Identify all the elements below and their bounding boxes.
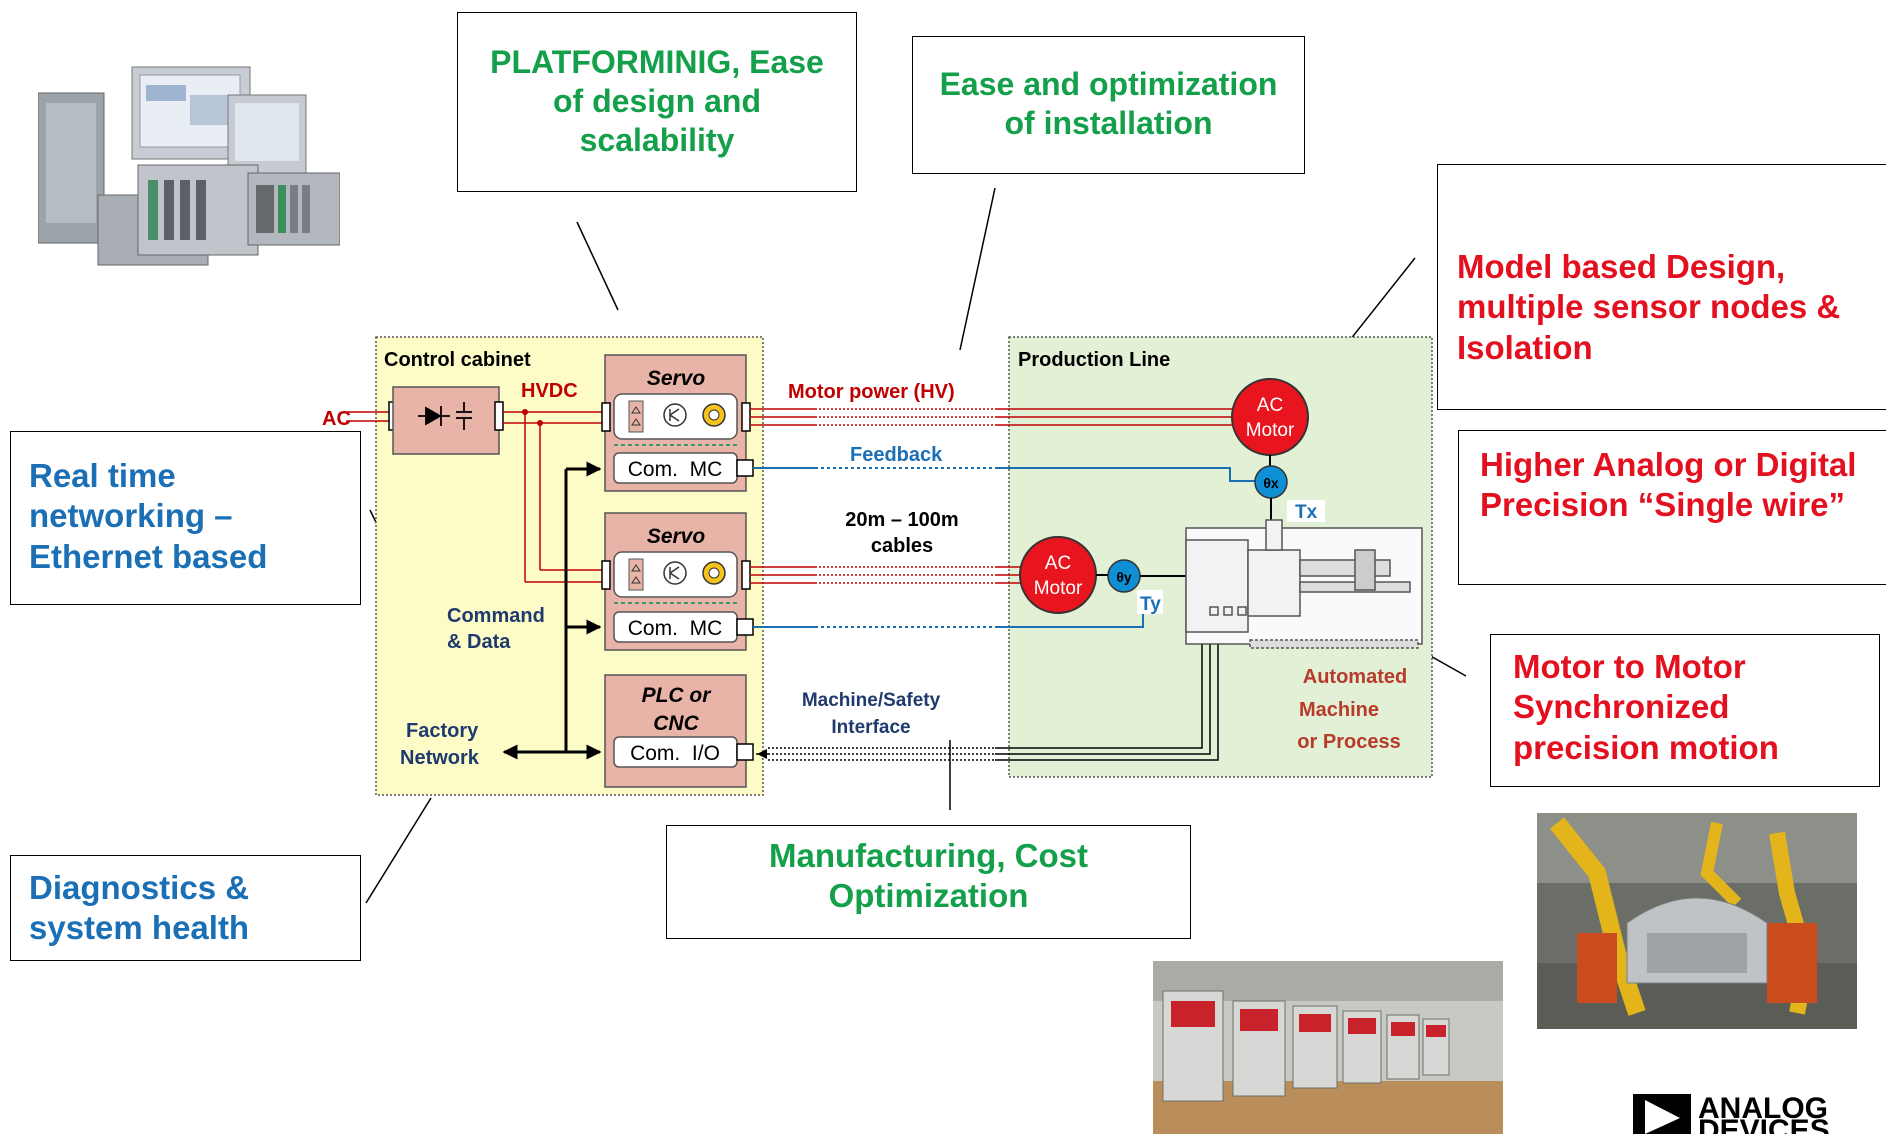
callout-installation-text: Ease and optimization of installation [939, 66, 1278, 142]
callout-precision-text: Higher Analog or Digital Precision “Sing… [1480, 446, 1857, 524]
robot-assembly-photo [1537, 813, 1857, 1029]
com-mc-1-label: Com. MC [628, 458, 723, 481]
ac-motor-top-line1: AC [1257, 395, 1283, 416]
automated-line1: Automated [1303, 666, 1407, 688]
interface-label-line2: Interface [831, 717, 910, 738]
feedback-label: Feedback [850, 444, 943, 466]
cable-length-line1: 20m – 100m [845, 509, 958, 531]
logo-line2: DEVICES [1698, 1114, 1830, 1134]
callout-manufacturing-text: Manufacturing, Cost Optimization [769, 837, 1088, 915]
automated-line2: Machine [1299, 699, 1379, 721]
callout-model-based: Model based Design, multiple sensor node… [1437, 164, 1886, 410]
callout-platforming: PLATFORMINIG, Ease of design and scalabi… [457, 12, 857, 192]
factory-label-line2: Network [400, 747, 480, 769]
factory-label-line1: Factory [406, 720, 479, 742]
feedback-cable-1 [753, 467, 1256, 482]
callout-realtime-text: Real time networking – Ethernet based [29, 457, 268, 575]
command-data-bus [502, 461, 602, 760]
hvdc-label: HVDC [521, 380, 578, 402]
automated-line3: or Process [1297, 731, 1400, 753]
command-label-line1: Command [447, 605, 545, 627]
analog-devices-logo: ANALOG DEVICES [1633, 1092, 1830, 1134]
machine-interface-cable [756, 632, 1219, 761]
com-io-label: Com. I/O [630, 742, 720, 765]
diode-icon [418, 406, 450, 426]
automated-machine-drawing [1185, 519, 1423, 649]
servo-2-label: Servo [647, 525, 706, 548]
theta-x-label: θx [1263, 475, 1279, 491]
plc-cnc-block [604, 674, 747, 788]
interface-label-line1: Machine/Safety [802, 690, 941, 711]
callout-diagnostics-text: Diagnostics & system health [29, 869, 250, 947]
capacitor-icon [456, 402, 472, 430]
cable-length-line2: cables [871, 535, 933, 557]
inverter-icons-1 [628, 400, 726, 433]
com-mc-2-label: Com. MC [628, 617, 723, 640]
callout-diagnostics: Diagnostics & system health [10, 855, 361, 961]
callout-sync: Motor to Motor Synchronized precision mo… [1490, 634, 1880, 787]
servo-drives-photo [1153, 961, 1503, 1134]
callout-model-based-text: Model based Design, multiple sensor node… [1457, 248, 1841, 366]
plc-label-line2: CNC [653, 712, 699, 735]
plc-label-line1: PLC or [642, 684, 713, 707]
motor-power-cable-2 [750, 566, 1022, 584]
command-label-line2: & Data [447, 631, 511, 653]
callout-realtime: Real time networking – Ethernet based [10, 431, 361, 605]
motor-power-cable-1 [750, 408, 1234, 426]
production-line-title: Production Line [1018, 349, 1170, 371]
rectifier-block [392, 386, 500, 455]
callout-sync-text: Motor to Motor Synchronized precision mo… [1513, 648, 1779, 766]
ac-motor-middle [1019, 536, 1097, 614]
callout-precision: Higher Analog or Digital Precision “Sing… [1458, 430, 1886, 585]
callout-installation: Ease and optimization of installation [912, 36, 1305, 174]
control-cabinet-title: Control cabinet [384, 349, 531, 371]
plc-hardware-photo [38, 55, 340, 283]
ac-input-label: AC [322, 408, 351, 430]
callout-platforming-text: PLATFORMINIG, Ease of design and scalabi… [490, 44, 824, 159]
servo-1-label: Servo [647, 367, 706, 390]
tx-label: Tx [1295, 502, 1318, 523]
ac-motor-middle-line1: AC [1045, 553, 1071, 574]
callout-manufacturing: Manufacturing, Cost Optimization [666, 825, 1191, 939]
ty-label: Ty [1140, 594, 1161, 615]
motor-power-label: Motor power (HV) [788, 381, 955, 403]
inverter-icons-2 [628, 558, 726, 591]
ac-motor-top [1231, 378, 1309, 456]
logo-line1: ANALOG [1698, 1092, 1828, 1125]
theta-y-label: θy [1116, 569, 1132, 585]
ac-motor-middle-line2: Motor [1034, 578, 1083, 599]
ac-motor-top-line2: Motor [1246, 420, 1295, 441]
